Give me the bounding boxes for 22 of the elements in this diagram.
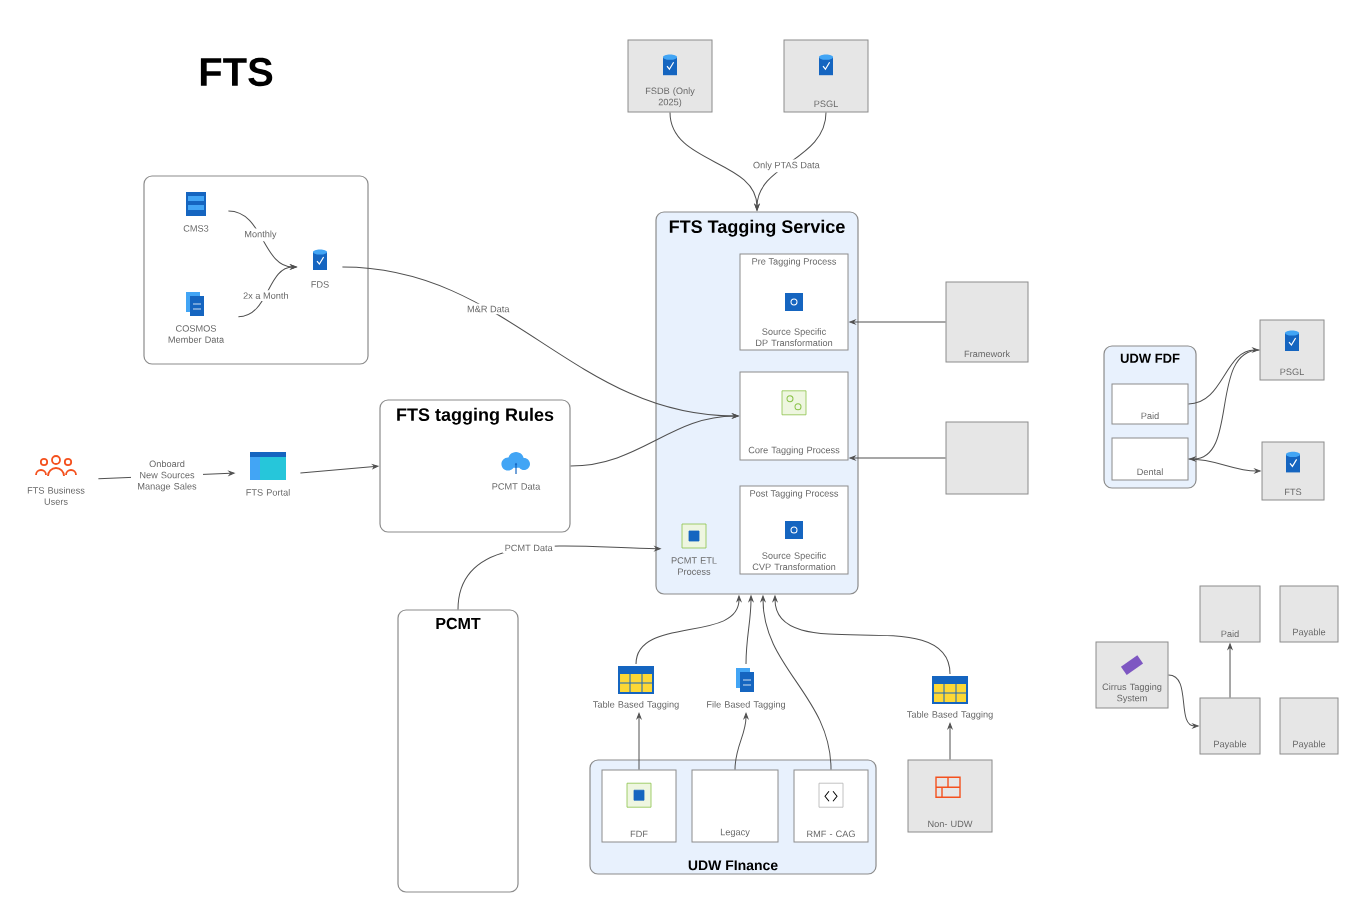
group-box: PCMT xyxy=(397,609,519,893)
arrow xyxy=(635,595,742,665)
arrow xyxy=(760,595,832,770)
arrow xyxy=(745,595,754,665)
arrow xyxy=(772,595,951,675)
arrow xyxy=(1227,643,1233,698)
arrow xyxy=(636,712,642,770)
arrow xyxy=(849,455,946,461)
arrow xyxy=(1189,349,1260,462)
arrow xyxy=(754,112,827,211)
group-box xyxy=(143,175,369,365)
arrow xyxy=(947,722,953,760)
arrow xyxy=(1188,347,1259,405)
arrow xyxy=(1188,458,1261,474)
arrow xyxy=(734,712,749,770)
arrow xyxy=(237,264,297,318)
arrow xyxy=(1168,674,1199,729)
arrow xyxy=(570,413,739,467)
system-box xyxy=(945,421,1029,495)
arrow xyxy=(849,319,946,325)
arrow xyxy=(299,464,379,474)
title: FTS xyxy=(200,57,273,87)
